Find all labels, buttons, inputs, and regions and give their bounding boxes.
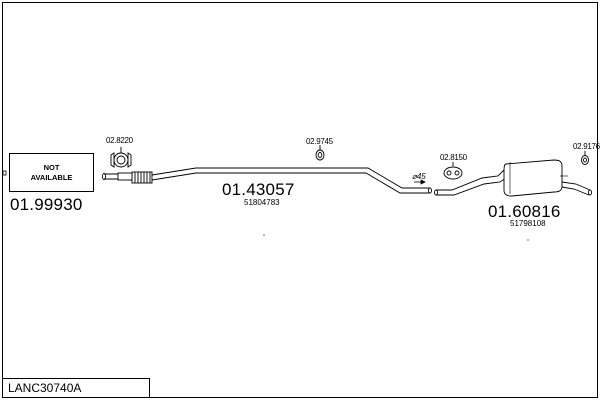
part-number[interactable]: 01.43057 — [222, 180, 295, 199]
pipe-diameter-label: ⌀45 — [412, 172, 426, 181]
oem-number: 51798108 — [510, 219, 546, 228]
rubber-mount-icon[interactable] — [315, 145, 325, 161]
rear-silencer-graphic[interactable] — [434, 159, 592, 197]
reference-code: LANC30740A — [8, 381, 82, 395]
accessory-code[interactable]: 02.8220 — [106, 136, 133, 145]
not-available-line2: AVAILABLE — [30, 172, 73, 182]
front-pipe-graphic[interactable] — [102, 167, 432, 194]
accessory-code[interactable]: 02.9745 — [306, 137, 333, 146]
diameter-arrow — [414, 179, 426, 185]
oem-number: 51804783 — [244, 198, 280, 207]
rubber-mount-icon-rear[interactable] — [581, 151, 589, 165]
left-edge-marker — [2, 170, 7, 176]
not-available-box: NOT AVAILABLE — [9, 153, 94, 192]
accessory-code[interactable]: 02.9176 — [573, 142, 600, 151]
clamp-icon[interactable] — [110, 147, 132, 168]
not-available-line1: NOT — [43, 162, 60, 172]
marker-dot — [527, 239, 529, 241]
rubber-ring-icon[interactable] — [443, 162, 463, 180]
part-number[interactable]: 01.60816 — [488, 202, 561, 221]
marker-dot — [263, 234, 265, 236]
part-number[interactable]: 01.99930 — [10, 195, 83, 214]
reference-box: LANC30740A — [2, 378, 150, 398]
accessory-code[interactable]: 02.8150 — [440, 153, 467, 162]
